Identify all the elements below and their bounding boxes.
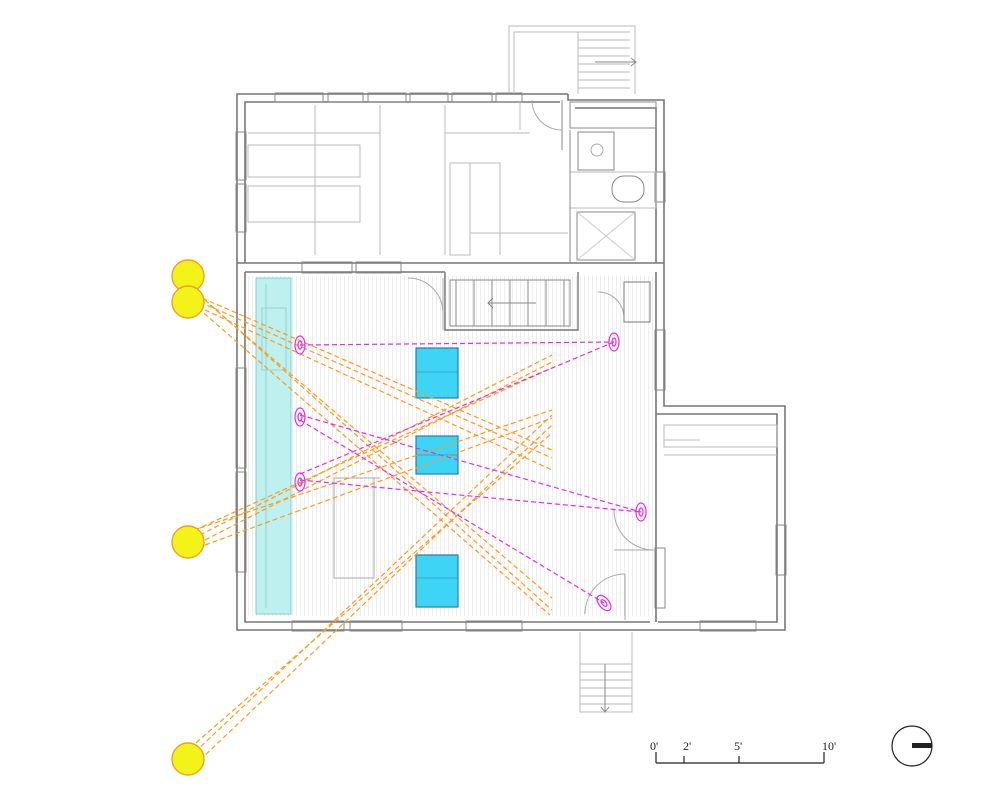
arrow-icon	[630, 57, 637, 67]
upper-room	[235, 92, 666, 263]
interior-stair	[407, 272, 579, 331]
table	[415, 435, 459, 475]
sun-icon	[171, 742, 205, 776]
north-arrow-icon	[891, 725, 933, 767]
side-extension	[664, 439, 777, 456]
sun-icon	[171, 285, 205, 319]
sensor-icon	[596, 594, 612, 612]
main-room-walls	[236, 262, 786, 631]
rug	[333, 477, 380, 579]
scale-label-0: 0'	[650, 739, 658, 753]
table	[415, 554, 459, 608]
bathroom	[569, 101, 657, 262]
scale-label-2: 2'	[683, 739, 691, 753]
lower-stair	[579, 632, 633, 713]
arrow-icon	[600, 706, 610, 713]
sensor-icon	[294, 407, 306, 427]
lower-doors	[584, 509, 655, 620]
scale-label-10: 10'	[822, 739, 836, 753]
arrow-icon	[487, 297, 494, 309]
upper-room-furniture	[247, 99, 568, 256]
light-rays	[189, 294, 553, 761]
sensors	[294, 332, 647, 612]
upper-stair	[508, 25, 637, 94]
interior-door	[597, 281, 651, 323]
table	[415, 347, 459, 399]
scale-bar: 0' 2' 5' 10'	[650, 739, 836, 764]
scale-label-5: 5'	[734, 739, 742, 753]
sensor-links	[299, 341, 642, 604]
sensor-icon	[294, 335, 306, 355]
sun-icon	[171, 525, 205, 559]
sensor-icon	[608, 332, 620, 352]
tables	[415, 347, 459, 608]
main-room-windows	[235, 261, 787, 632]
sensor-icon	[635, 502, 647, 522]
light-sources	[171, 259, 205, 776]
sensor-icon	[294, 472, 306, 492]
